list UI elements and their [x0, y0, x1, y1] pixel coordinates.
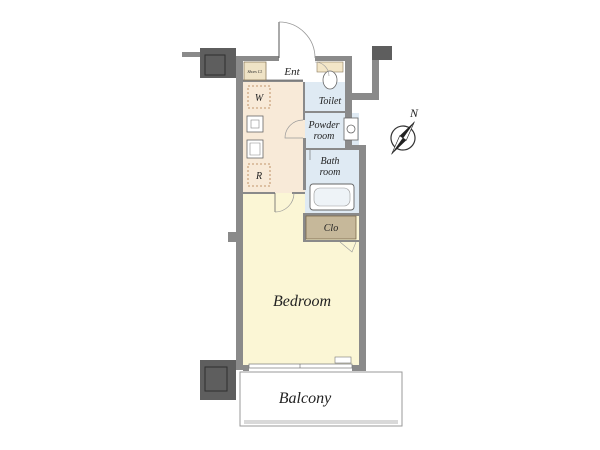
- compass-icon: [390, 121, 416, 155]
- shoe-cabinet: Shoes Cl.: [243, 61, 267, 81]
- balcony-label: Balcony: [279, 390, 332, 407]
- floor-fills: [243, 82, 359, 365]
- powder-room-label-1: Powder: [307, 120, 339, 131]
- powder-room-label-2: room: [314, 131, 335, 142]
- washer-space: W: [247, 85, 271, 109]
- bathroom-label-1: Bath: [321, 156, 340, 167]
- shoe-cabinet-label: Shoes Cl.: [247, 69, 262, 74]
- toilet-label: Toilet: [319, 96, 342, 107]
- refrigerator-label: R: [255, 171, 262, 182]
- compass-north-label: N: [409, 106, 419, 120]
- powder-door: [284, 119, 304, 139]
- bedroom-door: [274, 192, 295, 213]
- closet-label: Clo: [324, 223, 338, 234]
- bathroom: Bath room: [309, 150, 355, 211]
- refrigerator-space: R: [247, 163, 271, 187]
- balcony: Balcony: [239, 371, 403, 427]
- washer-label: W: [255, 93, 265, 104]
- bathroom-label-2: room: [320, 167, 341, 178]
- balcony-window: [248, 356, 353, 369]
- powder-room: Powder room: [307, 117, 359, 142]
- kitchen-counter: [246, 115, 264, 159]
- closet: Clo: [305, 215, 357, 253]
- toilet: Toilet: [314, 61, 344, 107]
- bedroom-label: Bedroom: [273, 293, 331, 310]
- entrance-label: Ent: [283, 66, 300, 78]
- columns: [200, 46, 392, 400]
